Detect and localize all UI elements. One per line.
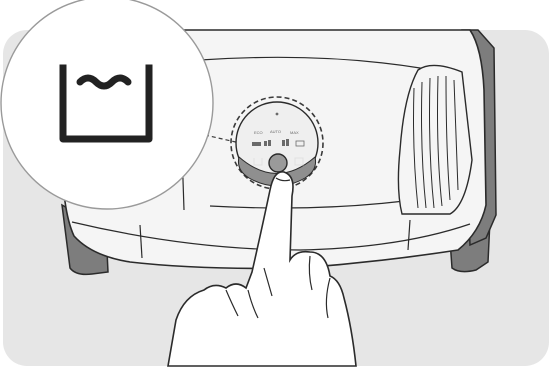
power-button[interactable]: [269, 154, 287, 172]
max-label: MAX: [290, 130, 299, 135]
auto-label: AUTO: [270, 129, 281, 134]
wifi-indicator: [276, 113, 279, 116]
zoom-callout: [1, 0, 213, 209]
eco-label: ECO: [254, 130, 263, 135]
